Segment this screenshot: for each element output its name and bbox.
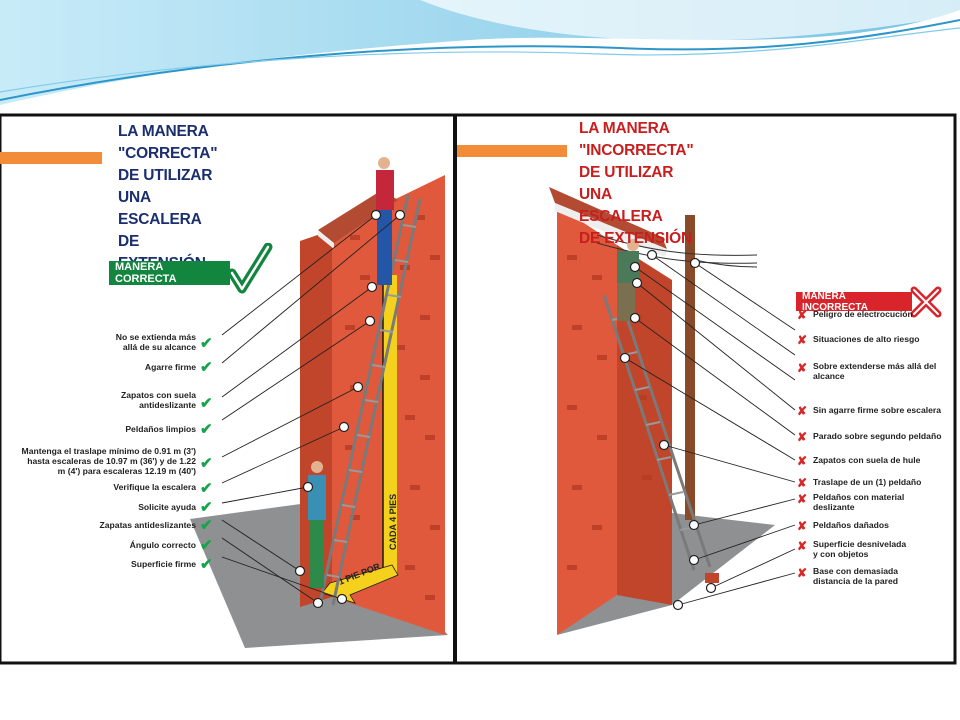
cross-icon: ✘ — [797, 333, 808, 347]
climber-figure — [617, 239, 639, 321]
correct-illustration: CADA 4 PIES 1 PIE POR — [0, 152, 448, 648]
ladder-rungs — [326, 224, 417, 578]
utility-pole — [685, 215, 695, 520]
callout-dots — [294, 209, 406, 609]
brick-wall — [557, 205, 617, 635]
incorrect-badge-label: MANERA INCORRECTA — [802, 290, 868, 313]
slide-frame — [0, 113, 957, 665]
list-item: Sin agarre firme sobre escalera — [813, 405, 942, 415]
cross-icon: ✘ — [797, 566, 808, 580]
ladder-base-block — [705, 573, 719, 583]
callout-dots — [619, 249, 717, 611]
list-item: Peligro de electrocución — [813, 309, 913, 319]
incorrect-badge: MANERA INCORRECTA — [796, 290, 912, 313]
list-item: Superficie firme — [131, 559, 196, 569]
climber-figure — [376, 157, 394, 285]
check-icon: ✔ — [200, 421, 213, 438]
incorrect-title-line-2: DE UTILIZAR UNA ESCALERA — [579, 164, 674, 225]
check-icon: ✔ — [200, 537, 213, 554]
cross-icon: ✘ — [797, 519, 808, 533]
list-item: Base con demasiada distancia de la pared — [813, 566, 899, 586]
cross-icon: ✘ — [797, 454, 808, 468]
list-item: Peldaños limpios — [125, 424, 196, 434]
list-item: Parado sobre segundo peldaño — [813, 431, 942, 441]
title-accent-bar — [0, 152, 102, 164]
incorrect-title-line-3: DE EXTENSIÓN — [579, 230, 693, 247]
title-accent-bar — [457, 145, 567, 157]
incorrect-illustration — [457, 145, 796, 635]
list-item: No se extienda más allá de su alcance — [115, 332, 196, 352]
list-item: Verifique la escalera — [113, 482, 196, 492]
list-item: Sobre extenderse más allá del alcance — [813, 361, 937, 381]
correct-title: LA MANERA "CORRECTA" DE UTILIZAR UNA ESC… — [118, 121, 218, 275]
header-swoosh-line-2 — [0, 27, 960, 93]
callout-lines — [221, 214, 401, 604]
list-item: Traslape de un (1) peldaño — [813, 477, 922, 487]
correct-badge-label: MANERA CORRECTA — [115, 261, 177, 285]
check-icon: ✔ — [200, 455, 213, 472]
check-icon: ✔ — [200, 499, 213, 516]
header-swoosh-line — [0, 19, 960, 101]
check-icon: ✔ — [200, 359, 213, 376]
cross-icon: ✘ — [797, 476, 808, 490]
roof — [549, 187, 667, 249]
list-item: Agarre firme — [144, 362, 196, 372]
cross-icon: ✘ — [797, 492, 808, 506]
cross-icon: ✘ — [797, 430, 808, 444]
cross-icon — [910, 286, 942, 318]
correct-title-line-1: LA MANERA "CORRECTA" — [118, 123, 218, 162]
list-item: Mantenga el traslape mínimo de 0.91 m (3… — [21, 446, 196, 476]
cross-icon: ✘ — [797, 539, 808, 553]
list-item: Situaciones de alto riesgo — [813, 334, 920, 344]
cross-icon: ✘ — [797, 404, 808, 418]
check-icon: ✔ — [200, 335, 213, 352]
cross-icon: ✘ — [797, 361, 808, 375]
list-item: Peldaños con material deslizante — [813, 492, 905, 512]
power-lines — [596, 234, 758, 268]
incorrect-title-line-1: LA MANERA "INCORRECTA" — [579, 120, 694, 159]
header-swoosh-highlight — [420, 0, 960, 41]
roof-edge — [555, 203, 667, 257]
list-item: Peldaños dañados — [813, 520, 889, 530]
correct-badge: MANERA CORRECTA — [109, 261, 230, 285]
helper-figure — [308, 461, 326, 588]
correct-title-line-2: DE UTILIZAR UNA — [118, 167, 213, 206]
list-item: Zapatas antideslizantes — [99, 520, 196, 530]
list-item: Zapatos con suela antideslizante — [121, 390, 196, 410]
callout-lines — [624, 254, 796, 606]
check-icon: ✔ — [200, 395, 213, 412]
roof-edge — [318, 230, 334, 249]
vertical-measure-label: CADA 4 PIES — [388, 494, 398, 550]
list-item: Zapatos con suela de hule — [813, 455, 921, 465]
check-icon — [228, 243, 273, 294]
check-icon: ✔ — [200, 556, 213, 573]
check-icon: ✔ — [200, 480, 213, 497]
check-icon: ✔ — [200, 517, 213, 534]
list-item: Ángulo correcto — [129, 540, 196, 550]
cross-icon: ✘ — [797, 308, 808, 322]
incorrect-title: LA MANERA "INCORRECTA" DE UTILIZAR UNA E… — [579, 118, 694, 250]
list-item: Superficie desnivelada y con objetos — [813, 539, 907, 559]
wall-bricks — [567, 255, 652, 570]
list-item: Solicite ayuda — [138, 502, 196, 512]
